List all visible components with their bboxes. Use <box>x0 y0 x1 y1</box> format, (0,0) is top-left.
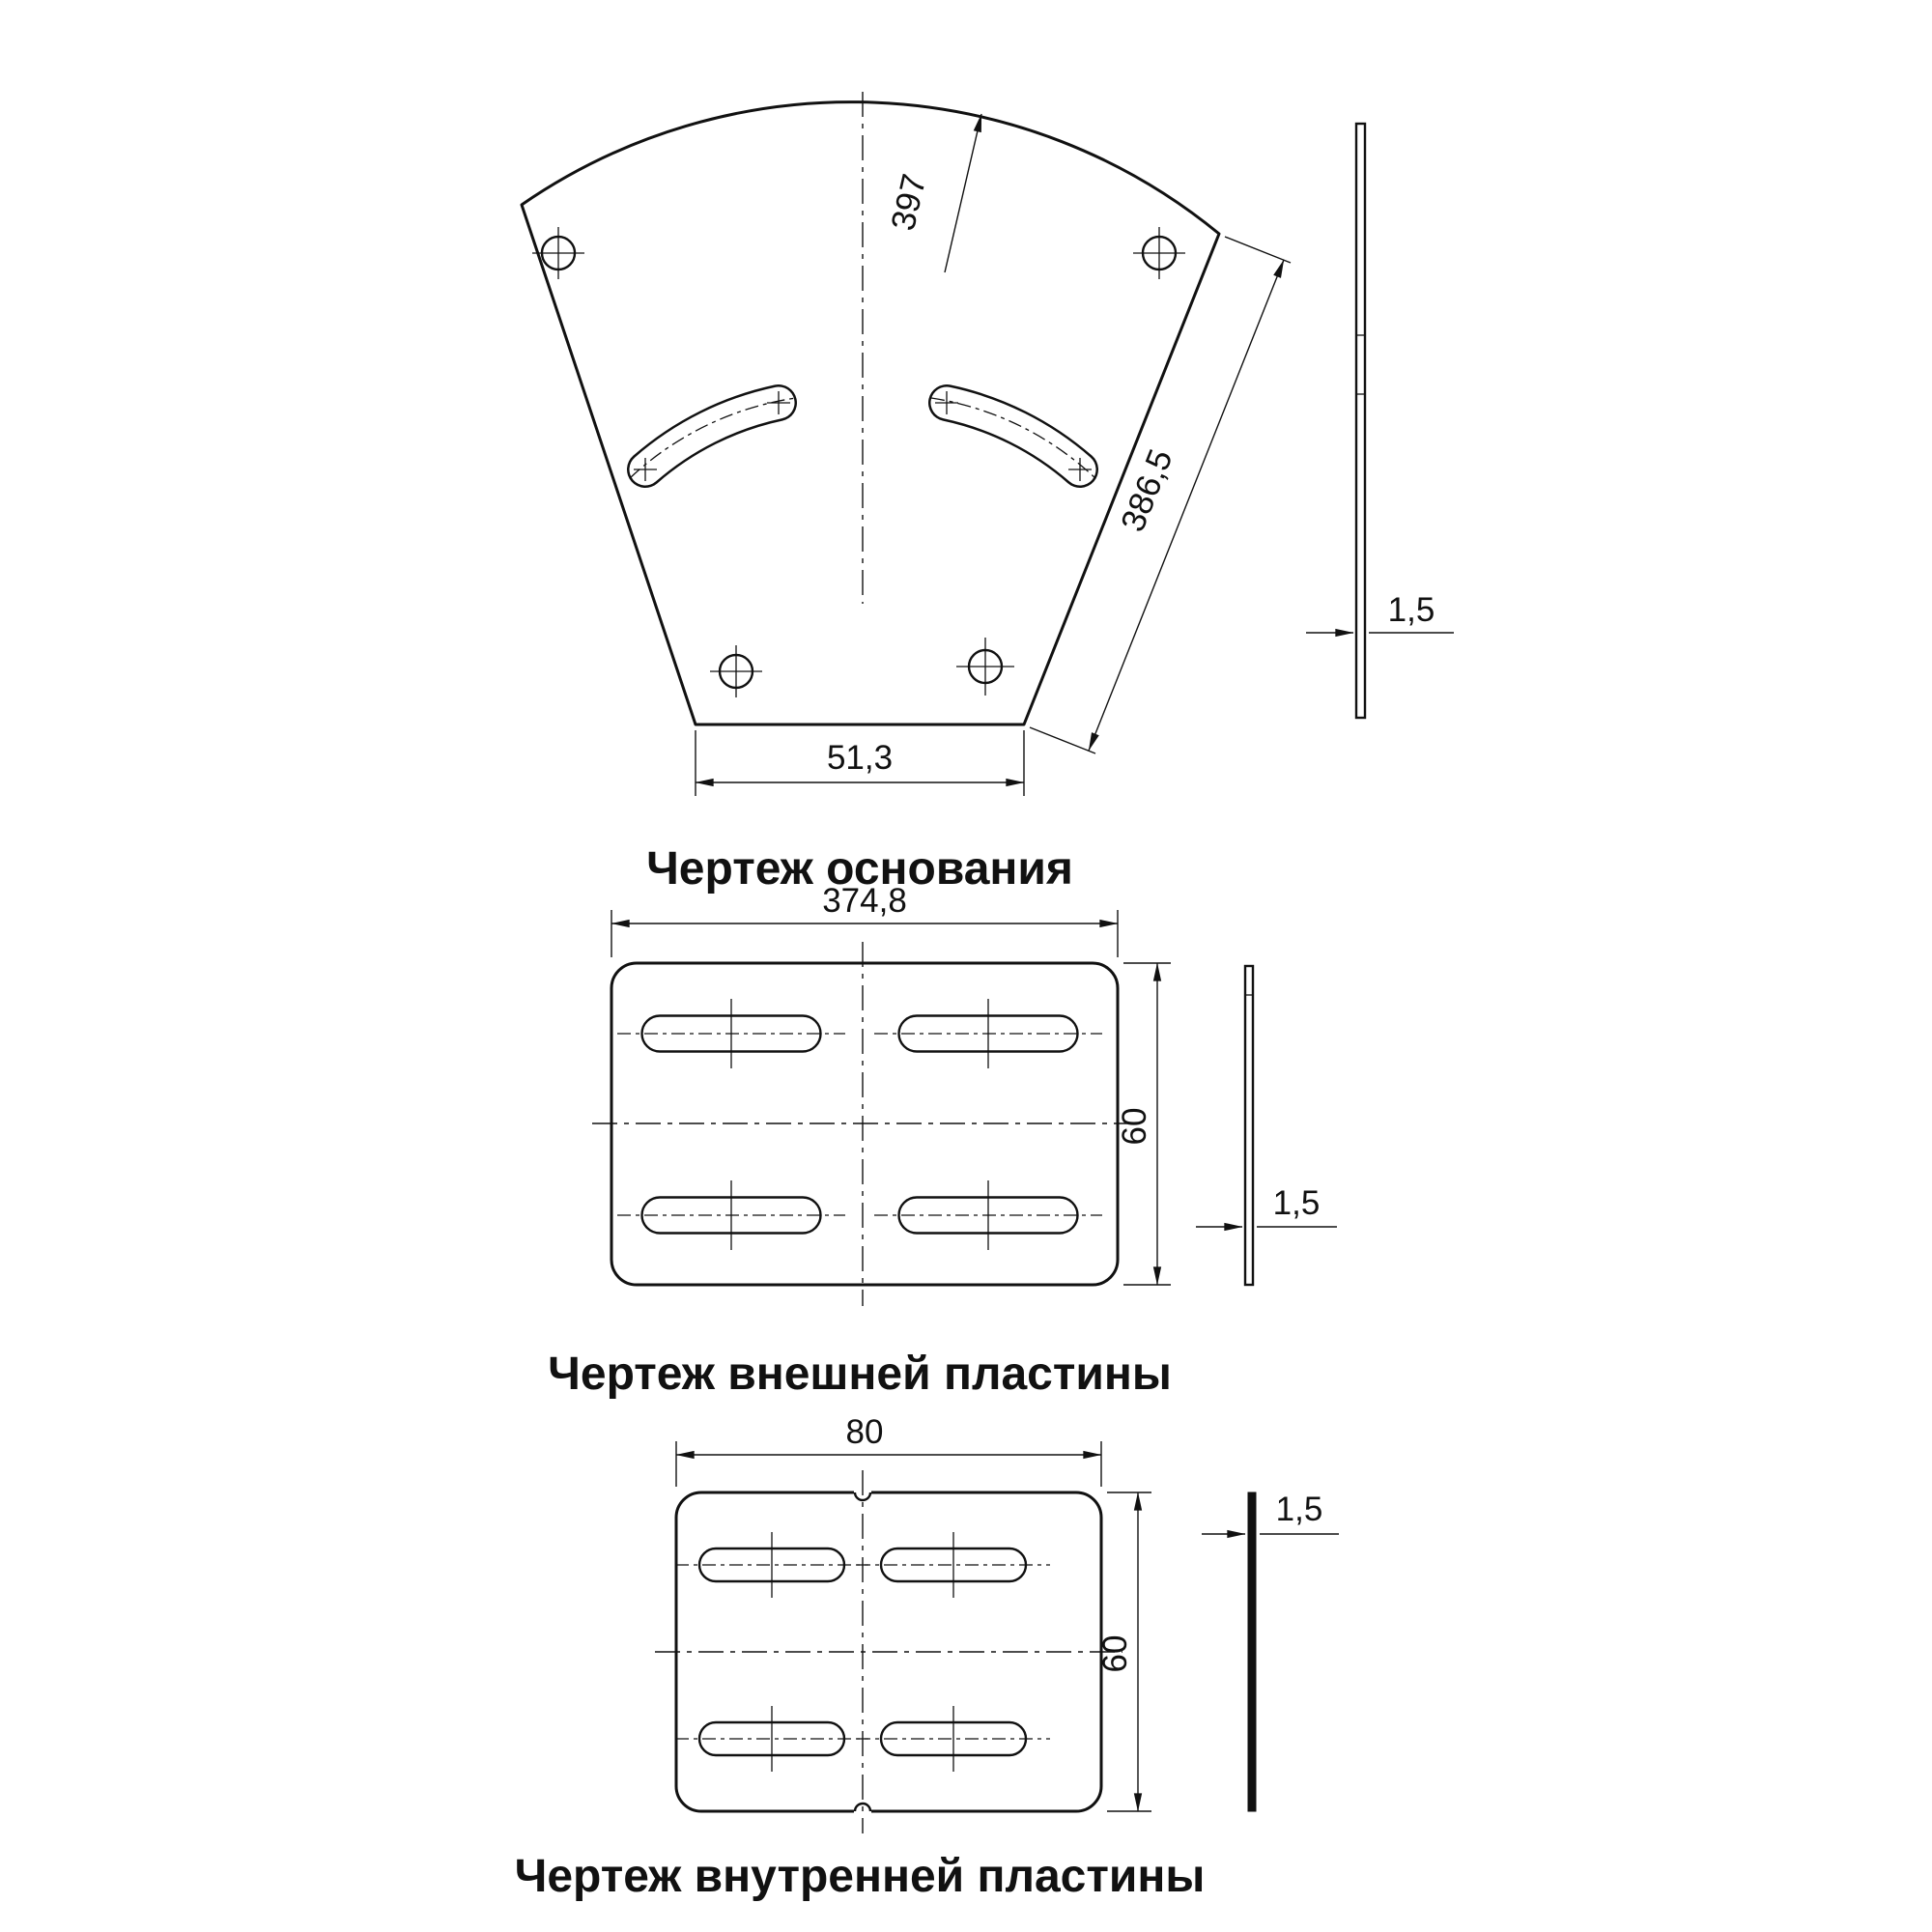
inner-plate-slot <box>675 1532 868 1598</box>
base-dim-bottom-value: 51,3 <box>827 739 893 777</box>
outer-plate-slot <box>874 1180 1102 1250</box>
outer-plate-slot <box>874 999 1102 1068</box>
inner-plate-dim-height: 60 <box>1096 1492 1151 1812</box>
inner-plate-drawing: 80 60 1,5 Чертеж внутренней пластины <box>515 1413 1339 1902</box>
inner-plate-slot <box>857 1706 1050 1772</box>
outer-plate-slot <box>617 1180 845 1250</box>
outer-plate-dim-width-value: 374,8 <box>822 882 907 920</box>
base-hole <box>710 645 762 697</box>
outer-plate-dim-height-value: 60 <box>1116 1108 1153 1146</box>
inner-plate-dim-height-value: 60 <box>1096 1635 1134 1673</box>
outer-plate-caption: Чертеж внешней пластины <box>548 1349 1172 1400</box>
outer-plate-slot <box>617 999 845 1068</box>
base-side-view: 1,5 <box>1306 122 1454 720</box>
inner-plate-dim-thickness-value: 1,5 <box>1276 1491 1323 1528</box>
outer-plate-side-view: 1,5 <box>1196 964 1337 1287</box>
base-dim-thickness-value: 1,5 <box>1388 591 1435 629</box>
inner-plate-side-view: 1,5 <box>1202 1491 1339 1812</box>
base-curved-slot <box>928 384 1098 488</box>
base-outline <box>520 100 1221 726</box>
inner-plate-slot <box>857 1532 1050 1598</box>
base-dim-bottom: 51,3 <box>695 730 1025 796</box>
base-curved-slot <box>627 384 797 488</box>
inner-plate-slot <box>675 1706 868 1772</box>
outer-plate-dim-height: 60 <box>1116 962 1171 1286</box>
base-drawing-caption: Чертеж основания <box>646 843 1073 895</box>
inner-plate-dim-width-value: 80 <box>846 1413 884 1451</box>
base-hole <box>956 638 1014 696</box>
outer-plate-drawing: 374,8 60 1,5 Чертеж внешней пластины <box>548 882 1337 1400</box>
inner-plate-dim-width: 80 <box>675 1413 1102 1487</box>
inner-plate-caption: Чертеж внутренней пластины <box>515 1851 1206 1902</box>
base-hole <box>532 227 584 279</box>
outer-plate-dim-width: 374,8 <box>611 882 1119 957</box>
outer-plate-dim-thickness-value: 1,5 <box>1273 1184 1321 1222</box>
base-drawing: 397 386,5 51,3 1,5 Чертеж основания <box>520 92 1454 895</box>
